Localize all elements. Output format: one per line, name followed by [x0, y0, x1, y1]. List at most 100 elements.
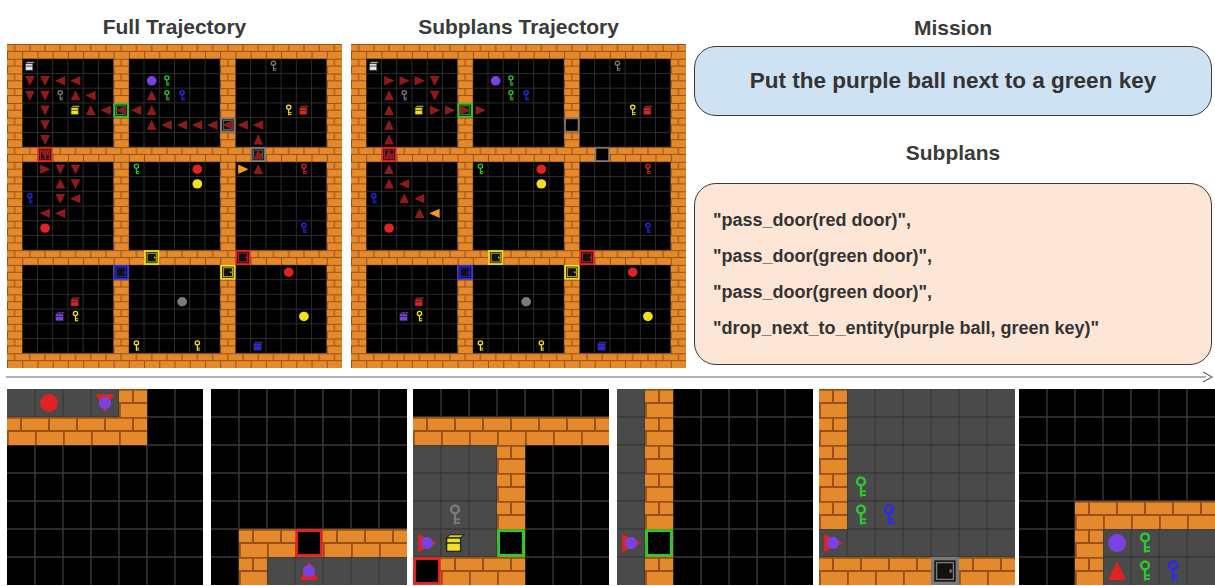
key-ring [509, 76, 513, 80]
trajectory-arrow [40, 209, 50, 218]
brick-wall [351, 250, 686, 265]
key-tooth [167, 85, 169, 86]
trajectory-arrow [40, 106, 50, 116]
brick-wall [351, 147, 686, 162]
key-shaft [1172, 569, 1174, 581]
trajectory-arrow [253, 120, 263, 129]
brick-wall [7, 147, 342, 162]
trajectory-arrow [147, 105, 157, 115]
key-tooth [862, 518, 866, 520]
gridworld-map [7, 44, 342, 368]
key-shaft [1144, 541, 1146, 553]
trajectory-arrow [384, 105, 394, 115]
trajectory-arrow [414, 194, 424, 203]
key-shaft [197, 345, 198, 351]
key-tooth [649, 171, 651, 172]
box [415, 299, 423, 306]
trajectory-arrow [399, 179, 409, 188]
ball [643, 312, 653, 321]
brick-wall [819, 389, 847, 529]
trajectory-arrow [384, 120, 394, 130]
box [56, 314, 64, 321]
key-ring [165, 91, 169, 95]
box-lid [299, 110, 307, 111]
brick-wall [239, 557, 267, 585]
door-inner [223, 268, 232, 277]
key-shaft [888, 513, 890, 525]
trajectory-arrow [192, 120, 202, 129]
brick-wall [458, 44, 473, 368]
brick-wall [7, 250, 342, 265]
observation-view [7, 389, 203, 585]
grid-lines [211, 389, 407, 585]
key-tooth [274, 70, 276, 71]
unseen-floor [211, 389, 407, 585]
door-panel [237, 252, 249, 263]
key-shaft [541, 345, 542, 351]
brick-wall [819, 557, 1015, 585]
door [144, 250, 159, 265]
unseen-floor [351, 44, 686, 368]
box-lid [415, 301, 423, 302]
key-shaft [75, 315, 76, 321]
carried-ball [827, 537, 839, 549]
key-ring [646, 223, 650, 227]
open-door [647, 531, 672, 556]
key-shaft [273, 65, 274, 71]
grid-lines [413, 389, 609, 585]
ball [521, 297, 531, 306]
box [447, 538, 461, 551]
key-ring [857, 505, 865, 513]
trajectory-arrow [71, 179, 81, 189]
trajectory-arrow [430, 76, 440, 86]
trajectory-arrow [253, 164, 263, 174]
key-tooth [76, 320, 78, 321]
door-handle [468, 271, 469, 273]
brick-wall [7, 353, 342, 368]
key-tooth [274, 68, 276, 69]
key-ring [134, 341, 138, 345]
box [643, 108, 651, 115]
unseen-floor [1019, 389, 1215, 585]
key-tooth [374, 200, 376, 201]
key-tooth [890, 522, 894, 524]
door-handle [589, 257, 590, 259]
box [415, 108, 423, 115]
trajectory-arrow [384, 76, 394, 85]
door-panel [934, 560, 955, 581]
box [71, 299, 79, 306]
door-handle [498, 257, 499, 259]
trajectory-arrow [384, 149, 394, 159]
ball [491, 76, 501, 85]
box-lid [400, 316, 408, 317]
unseen-floor [617, 389, 813, 585]
door [579, 250, 594, 265]
door-inner [937, 563, 954, 580]
key-shaft [454, 513, 456, 525]
brick-wall [413, 417, 609, 445]
box-lid [254, 345, 262, 346]
ball [40, 223, 50, 232]
door [220, 265, 235, 280]
key-shaft [136, 168, 137, 174]
key-tooth [618, 68, 620, 69]
brick-wall [1075, 501, 1215, 529]
key-shaft [860, 485, 862, 497]
box-lid [415, 110, 423, 111]
trajectory-arrow [430, 91, 440, 101]
key-shaft [419, 315, 420, 321]
key-ring [271, 61, 275, 65]
key-tooth [198, 350, 200, 351]
floor [819, 529, 847, 557]
brick-wall [645, 389, 673, 585]
trajectory-arrow [399, 193, 409, 203]
door-panel [115, 105, 127, 116]
door-panel [115, 267, 127, 278]
key-tooth [305, 230, 307, 231]
carried-ball [625, 537, 637, 549]
agent [824, 534, 843, 552]
ball [628, 268, 638, 277]
brick-wall [351, 44, 366, 368]
key-tooth [456, 518, 460, 520]
key-shaft [166, 94, 167, 100]
